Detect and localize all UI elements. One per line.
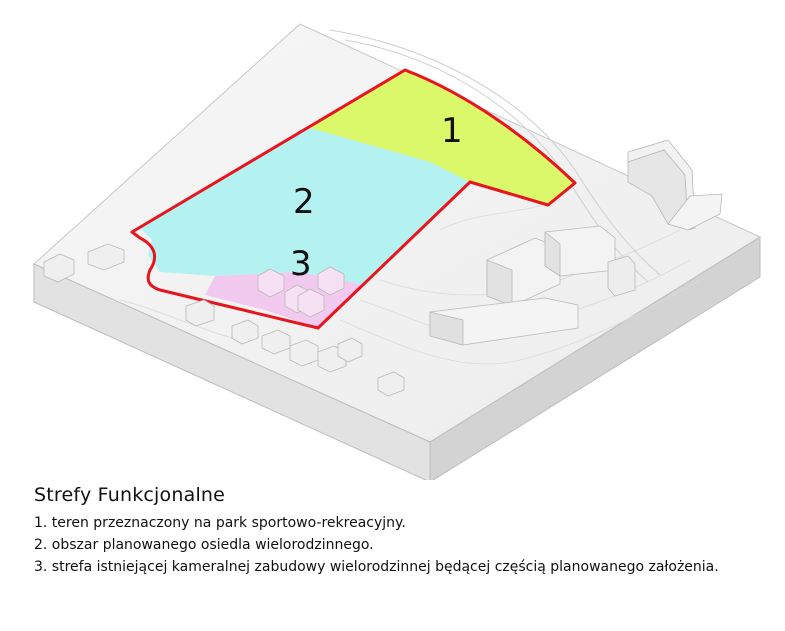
zone-1-label: 1: [441, 111, 463, 151]
zone-labels: 1 2 3: [290, 111, 463, 284]
legend-title: Strefy Funkcjonalne: [34, 484, 226, 506]
block-right-side: [429, 236, 761, 480]
zone-3-label: 3: [290, 244, 312, 284]
small-houses-left: [43, 243, 405, 397]
zone-2-area: [140, 128, 470, 285]
zone-2-label: 2: [293, 182, 315, 222]
buildings: [43, 139, 723, 397]
site-boundary: [130, 68, 577, 330]
legend-item-3: 3. strefa istniejącej kameralnej zabudow…: [34, 559, 719, 575]
legend-item-1: 1. teren przeznaczony na park sportowo-r…: [34, 515, 406, 531]
legend-item-2: 2. obszar planowanego osiedla wielorodzi…: [34, 537, 374, 553]
legend: Strefy Funkcjonalne 1. teren przeznaczon…: [34, 484, 774, 578]
zone-1-area: [310, 70, 575, 205]
curved-apartment-block: [627, 139, 723, 231]
block-left-side: [33, 263, 431, 480]
functional-zones: [130, 68, 577, 330]
low-apartment-block: [429, 297, 579, 346]
site-model-diagram: 1 2 3: [33, 23, 762, 480]
existing-houses-zone-3: [257, 266, 345, 318]
